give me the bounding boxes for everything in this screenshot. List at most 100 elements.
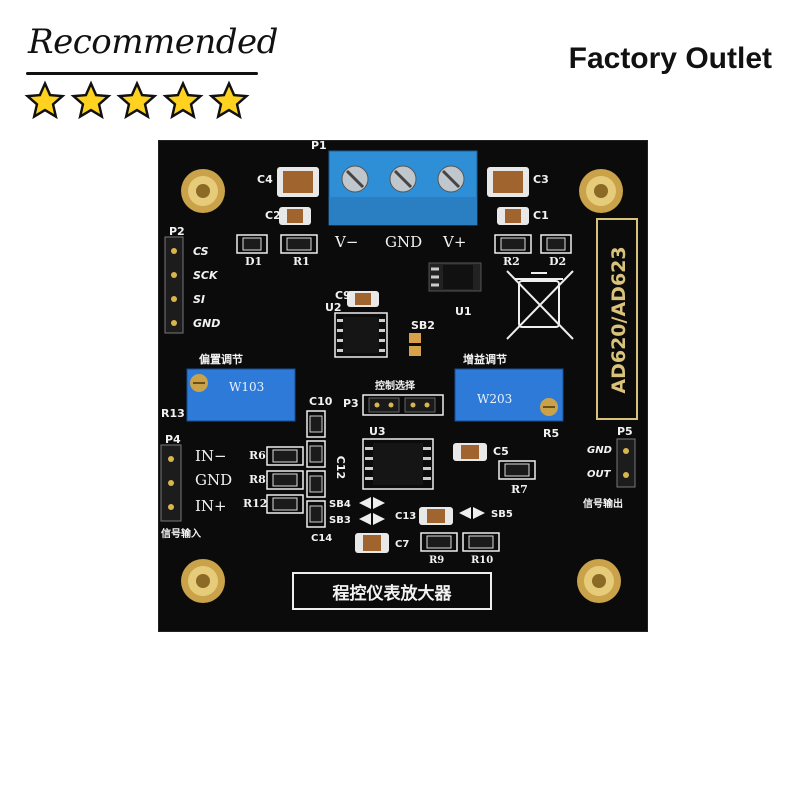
- label-u2: U2: [325, 301, 342, 314]
- factory-outlet-label: Factory Outlet: [568, 42, 772, 75]
- capacitor: [497, 207, 529, 225]
- star-icon: [116, 80, 158, 120]
- pot-right-caption: 增益调节: [463, 353, 507, 366]
- vertical-part-label: AD620/AD623: [608, 246, 630, 394]
- capacitor: [487, 167, 529, 197]
- label-sb2: SB2: [411, 319, 435, 332]
- label-u1: U1: [455, 305, 472, 318]
- label-c3: C3: [533, 173, 549, 186]
- smd-resistor: [280, 234, 318, 254]
- label-sb4: SB4: [329, 499, 351, 510]
- star-icon: [24, 80, 66, 120]
- p2-pin-sck: SCK: [193, 269, 218, 282]
- label-r2: R2: [503, 255, 520, 268]
- label-p2: P2: [169, 225, 185, 238]
- mounting-hole: [579, 169, 623, 213]
- recycle-bin-icon: [506, 270, 574, 340]
- label-c4: C4: [257, 173, 273, 186]
- smd-capacitor: [306, 440, 326, 468]
- solder-bridge: [459, 507, 485, 519]
- pin-header: [164, 236, 184, 334]
- ic-chip: [362, 438, 434, 490]
- smd-resistor: [420, 532, 458, 552]
- label-r8: R8: [249, 473, 266, 486]
- label-sb3: SB3: [329, 515, 351, 526]
- recommended-text: Recommended: [28, 22, 278, 62]
- mounting-hole: [577, 559, 621, 603]
- label-r13: R13: [161, 407, 185, 420]
- label-r1: R1: [293, 255, 310, 268]
- recommended-badge: Recommended: [20, 20, 278, 130]
- p4-caption: 信号输入: [161, 529, 201, 540]
- regulator-chip: [428, 262, 482, 292]
- capacitor: [419, 507, 453, 525]
- capacitor: [453, 443, 487, 461]
- p2-pin-gnd: GND: [193, 317, 221, 330]
- label-p5: P5: [617, 425, 633, 438]
- label-r9: R9: [429, 555, 445, 566]
- label-c14: C14: [311, 533, 333, 544]
- label-c10: C10: [309, 395, 333, 408]
- star-icon: [162, 80, 204, 120]
- label-d2: D2: [549, 255, 567, 268]
- svg-text:W103: W103: [229, 380, 264, 394]
- label-r6: R6: [249, 449, 266, 462]
- screw-terminal: [328, 150, 478, 226]
- smd-resistor: [266, 470, 304, 490]
- smd-resistor: [462, 532, 500, 552]
- label-sb5: SB5: [491, 509, 513, 520]
- trimmer-potentiometer: W103: [186, 368, 296, 422]
- p4-pin-inminus: IN−: [195, 447, 227, 465]
- label-c2: C2: [265, 209, 281, 222]
- p4-pin-gnd: GND: [195, 471, 233, 489]
- terminal-label-vminus: V−: [335, 233, 359, 251]
- svg-text:W203: W203: [477, 392, 512, 406]
- mounting-hole: [181, 169, 225, 213]
- p4-pin-inplus: IN+: [195, 497, 227, 515]
- ic-chip: [334, 312, 388, 358]
- vertical-label-frame: [596, 218, 638, 420]
- label-p1: P1: [311, 139, 327, 152]
- label-r5: R5: [543, 427, 560, 440]
- star-icon: [70, 80, 112, 120]
- pcb-board: W103 W203: [158, 139, 648, 632]
- trimmer-potentiometer: W203: [454, 368, 564, 422]
- solder-bridge: [359, 513, 385, 525]
- capacitor: [347, 291, 379, 307]
- capacitor: [355, 533, 389, 553]
- smd-resistor: [498, 460, 536, 480]
- capacitor: [279, 207, 311, 225]
- terminal-label-gnd: GND: [385, 233, 423, 251]
- capacitor: [277, 167, 319, 197]
- smd-resistor: [236, 234, 268, 254]
- smd-resistor: [540, 234, 572, 254]
- label-d1: D1: [245, 255, 263, 268]
- pot-left-caption: 偏置调节: [199, 353, 243, 366]
- label-r10: R10: [471, 555, 494, 566]
- smd-resistor: [266, 446, 304, 466]
- label-c1: C1: [533, 209, 549, 222]
- p2-pin-si: SI: [193, 293, 206, 306]
- label-r12: R12: [243, 497, 268, 510]
- label-p3: P3: [343, 397, 359, 410]
- smd-resistor: [494, 234, 532, 254]
- label-c12: C12: [334, 455, 348, 480]
- rating-stars: [24, 80, 250, 122]
- p3-caption: 控制选择: [375, 381, 415, 392]
- p5-pin-gnd: GND: [587, 445, 612, 456]
- label-r7: R7: [511, 483, 528, 496]
- p5-caption: 信号输出: [583, 499, 623, 510]
- label-c9: C9: [335, 289, 351, 302]
- p2-pin-cs: CS: [193, 245, 209, 258]
- label-c13: C13: [395, 511, 417, 522]
- star-icon: [208, 80, 250, 120]
- solder-bridge: [359, 497, 385, 509]
- mounting-hole: [181, 559, 225, 603]
- recommended-underline: [26, 72, 258, 75]
- terminal-label-vplus: V+: [443, 233, 467, 251]
- smd-capacitor: [306, 500, 326, 528]
- smd-capacitor: [306, 470, 326, 498]
- solder-bridge: [409, 333, 421, 356]
- title-frame: [292, 572, 492, 610]
- pin-header: [616, 438, 636, 488]
